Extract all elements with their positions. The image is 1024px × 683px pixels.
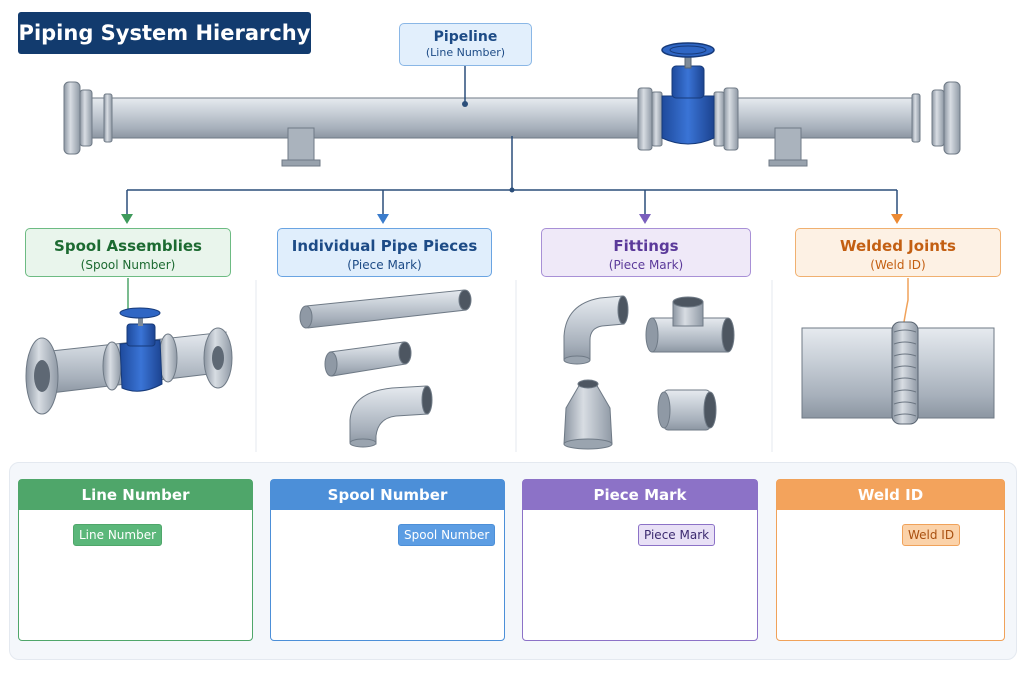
identifier-card-header: Weld ID: [777, 480, 1004, 510]
identifier-card-header: Line Number: [19, 480, 252, 510]
tag-line-number: Line Number: [73, 524, 163, 546]
tag-weld-id: Weld ID: [902, 524, 961, 546]
category-subtitle: (Weld ID): [870, 258, 926, 272]
fittings-illustration: [563, 295, 735, 450]
category-welded-joints: Welded Joints (Weld ID): [795, 228, 1001, 277]
category-title: Welded Joints: [839, 237, 956, 255]
category-subtitle: (Piece Mark): [347, 258, 422, 272]
identifier-card-line-number: Line Number: [18, 479, 253, 641]
identifier-card-piece-mark: Piece Mark: [522, 479, 758, 641]
arrow-fittings: [639, 214, 651, 224]
pipe-pieces-illustration: [299, 289, 472, 448]
column-dividers: [255, 280, 773, 452]
category-title: Spool Assemblies: [54, 237, 202, 255]
category-subtitle: (Spool Number): [80, 258, 176, 272]
tag-piece-mark: Piece Mark: [638, 524, 716, 546]
category-title: Fittings: [613, 237, 679, 255]
identifier-card-weld-id: Weld ID: [776, 479, 1005, 641]
spool-assembly-illustration: [25, 278, 233, 415]
page-title: Piping System Hierarchy: [18, 12, 311, 54]
arrow-welds: [891, 214, 903, 224]
category-title: Individual Pipe Pieces: [291, 237, 478, 255]
identifier-card-spool-number: Spool Number: [270, 479, 505, 641]
welded-joint-illustration: [801, 278, 995, 425]
category-subtitle: (Piece Mark): [608, 258, 684, 272]
pipeline-anchor-dot: [462, 101, 468, 107]
pipeline-title: Pipeline: [433, 29, 498, 45]
arrow-spool: [121, 214, 133, 224]
main-pipeline: [63, 42, 961, 167]
category-fittings: Fittings (Piece Mark): [541, 228, 751, 277]
junction-dot: [509, 187, 515, 193]
tag-spool-number: Spool Number: [398, 524, 496, 546]
pipeline-subtitle: (Line Number): [425, 46, 506, 59]
category-individual-pipe-pieces: Individual Pipe Pieces (Piece Mark): [277, 228, 492, 277]
identifier-card-header: Piece Mark: [523, 480, 757, 510]
pipeline-label: Pipeline (Line Number): [399, 23, 532, 66]
category-spool-assemblies: Spool Assemblies (Spool Number): [25, 228, 231, 277]
identifier-card-header: Spool Number: [271, 480, 504, 510]
arrow-pieces: [377, 214, 389, 224]
